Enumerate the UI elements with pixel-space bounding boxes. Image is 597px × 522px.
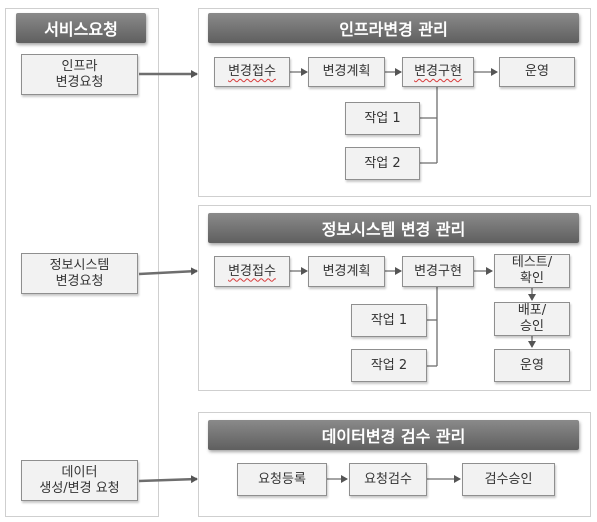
- infra-change-request: 인프라 변경요청: [21, 54, 138, 95]
- infosys-section-title: 정보시스템 변경 관리: [208, 213, 579, 243]
- infosys-step-test: 테스트/ 확인: [494, 254, 570, 288]
- infosys-task-1: 작업 1: [351, 304, 427, 337]
- infra-step-receive: 변경접수: [214, 57, 290, 87]
- infosys-request-arrow: [138, 267, 198, 276]
- infosys-step-deploy: 배포/ 승인: [494, 302, 570, 336]
- data-step-register: 요청등록: [237, 463, 327, 496]
- infosys-step-operate: 운영: [494, 349, 570, 382]
- service-request-title: 서비스요청: [16, 13, 146, 43]
- data-step-review: 요청검수: [349, 463, 427, 496]
- data-step-approve: 검수승인: [462, 463, 555, 496]
- infra-step-plan: 변경계획: [308, 57, 385, 87]
- data-section-title: 데이터변경 검수 관리: [208, 420, 579, 450]
- data-request-arrow: [138, 475, 198, 484]
- infra-task-1: 작업 1: [345, 102, 420, 135]
- infra-step-implement: 변경구현: [402, 57, 474, 87]
- infra-section-title: 인프라변경 관리: [208, 13, 579, 43]
- infosys-step-implement: 변경구현: [402, 256, 474, 287]
- infosys-step-receive: 변경접수: [214, 256, 290, 287]
- infra-task-2: 작업 2: [345, 147, 420, 180]
- infosys-change-request: 정보시스템 변경요청: [21, 253, 138, 294]
- infosys-step-plan: 변경계획: [308, 256, 385, 287]
- data-change-request: 데이터 생성/변경 요청: [21, 460, 138, 501]
- infra-step-operate: 운영: [499, 57, 575, 87]
- infosys-task-2: 작업 2: [351, 349, 427, 382]
